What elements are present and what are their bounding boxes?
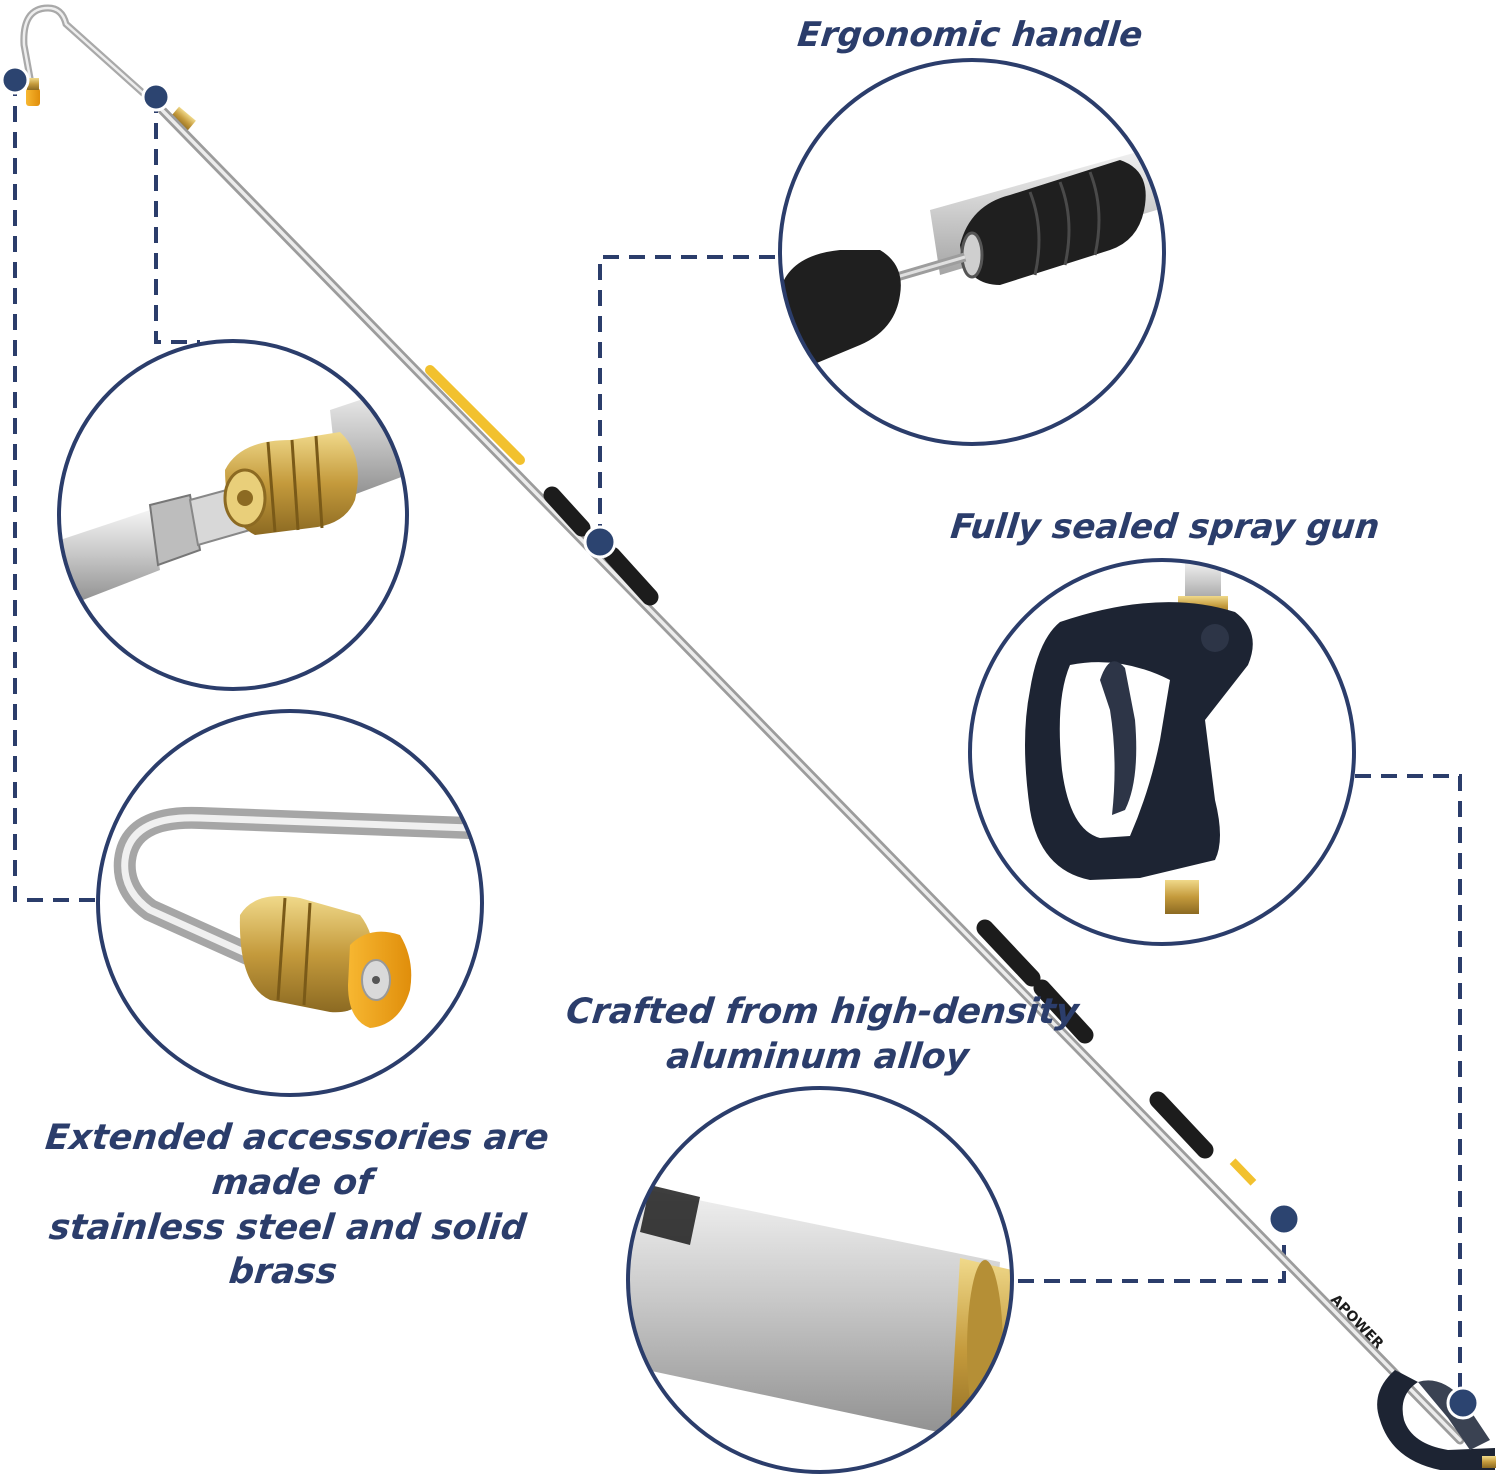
connector-spray-gun (1355, 774, 1462, 1400)
caption-alloy-line1: Crafted from high-density (564, 992, 1081, 1032)
connector-alloy (1010, 1219, 1286, 1283)
dot-spray-gun (1446, 1386, 1480, 1420)
callout-alloy (626, 1086, 1014, 1474)
callout-spray-gun (968, 558, 1356, 946)
caption-spray-gun: Fully sealed spray gun (938, 506, 1393, 550)
caption-spray-gun-text: Fully sealed spray gun (948, 507, 1382, 547)
wand-hook (20, 4, 166, 114)
dot-nozzle (0, 65, 30, 95)
caption-alloy-line2: aluminum alloy (664, 1036, 971, 1077)
brass-nozzle-closeup-icon (113, 806, 481, 1028)
foam-grip-closeup-icon (780, 140, 1164, 370)
caption-accessories-line1: Extended accessories are made of (43, 1118, 551, 1203)
connector-lines (13, 80, 1462, 1400)
callout-quick-connect (57, 339, 409, 691)
wand-grip (1149, 1091, 1214, 1159)
wand-tip-nozzle (26, 88, 40, 106)
caption-ergonomic-handle-text: Ergonomic handle (795, 15, 1145, 55)
dot-alloy (1267, 1202, 1301, 1236)
caption-alloy: Crafted from high-density aluminum alloy (555, 990, 1084, 1080)
wand-grip (603, 546, 659, 606)
callout-dots (0, 65, 1480, 1420)
caption-accessories: Extended accessories are made of stainle… (0, 1116, 589, 1295)
dot-quick-connect (141, 82, 171, 112)
connector-nozzle (13, 80, 95, 902)
wand-grip (543, 486, 591, 537)
caption-accessories-line2: stainless steel and solid brass (47, 1207, 529, 1293)
wand-grip (1033, 979, 1094, 1044)
callout-handle (778, 58, 1166, 446)
brand-logo: APOWER (1327, 1292, 1386, 1353)
dot-handle (583, 525, 617, 559)
wand-grip (976, 919, 1041, 987)
caption-ergonomic-handle: Ergonomic handle (758, 14, 1183, 58)
connector-handle (598, 255, 778, 540)
connector-quick-connect (154, 97, 200, 344)
callout-nozzle (96, 709, 484, 1097)
wand-yellow-section (425, 365, 525, 465)
quick-connect-closeup-icon (60, 380, 407, 605)
trigger-gun-closeup-icon (1025, 560, 1253, 914)
